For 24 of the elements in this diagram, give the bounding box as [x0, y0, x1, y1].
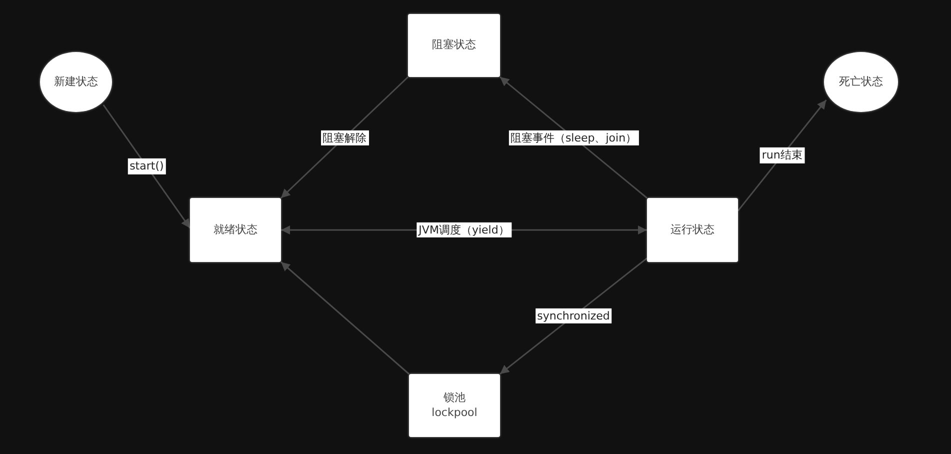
state-label: 锁池: [444, 391, 466, 406]
edge-label: JVM调度（yield）: [416, 222, 512, 238]
arrow: [280, 76, 409, 199]
state-box: [190, 198, 281, 262]
edge-label: synchronized: [535, 308, 612, 324]
state-ellipse: [40, 52, 112, 112]
state-label: 阻塞状态: [432, 38, 476, 53]
arrow: [500, 258, 648, 375]
state-box: [409, 374, 500, 437]
state-label: 新建状态: [54, 74, 98, 90]
state-label: lockpool: [432, 406, 478, 420]
edge-label: 阻塞事件（sleep、join）: [508, 130, 639, 146]
state-label: 死亡状态: [839, 74, 883, 90]
arrow: [500, 76, 648, 199]
state-box: [647, 198, 738, 262]
arrow: [102, 104, 191, 229]
arrow: [280, 261, 410, 375]
edge-label: run结束: [760, 148, 804, 163]
edge-label: start(): [128, 158, 166, 174]
state-label: 就绪状态: [214, 222, 258, 238]
state-label: 运行状态: [670, 222, 714, 238]
state-ellipse: [824, 52, 898, 112]
state-box: [408, 14, 500, 77]
edge-label: 阻塞解除: [320, 130, 368, 146]
